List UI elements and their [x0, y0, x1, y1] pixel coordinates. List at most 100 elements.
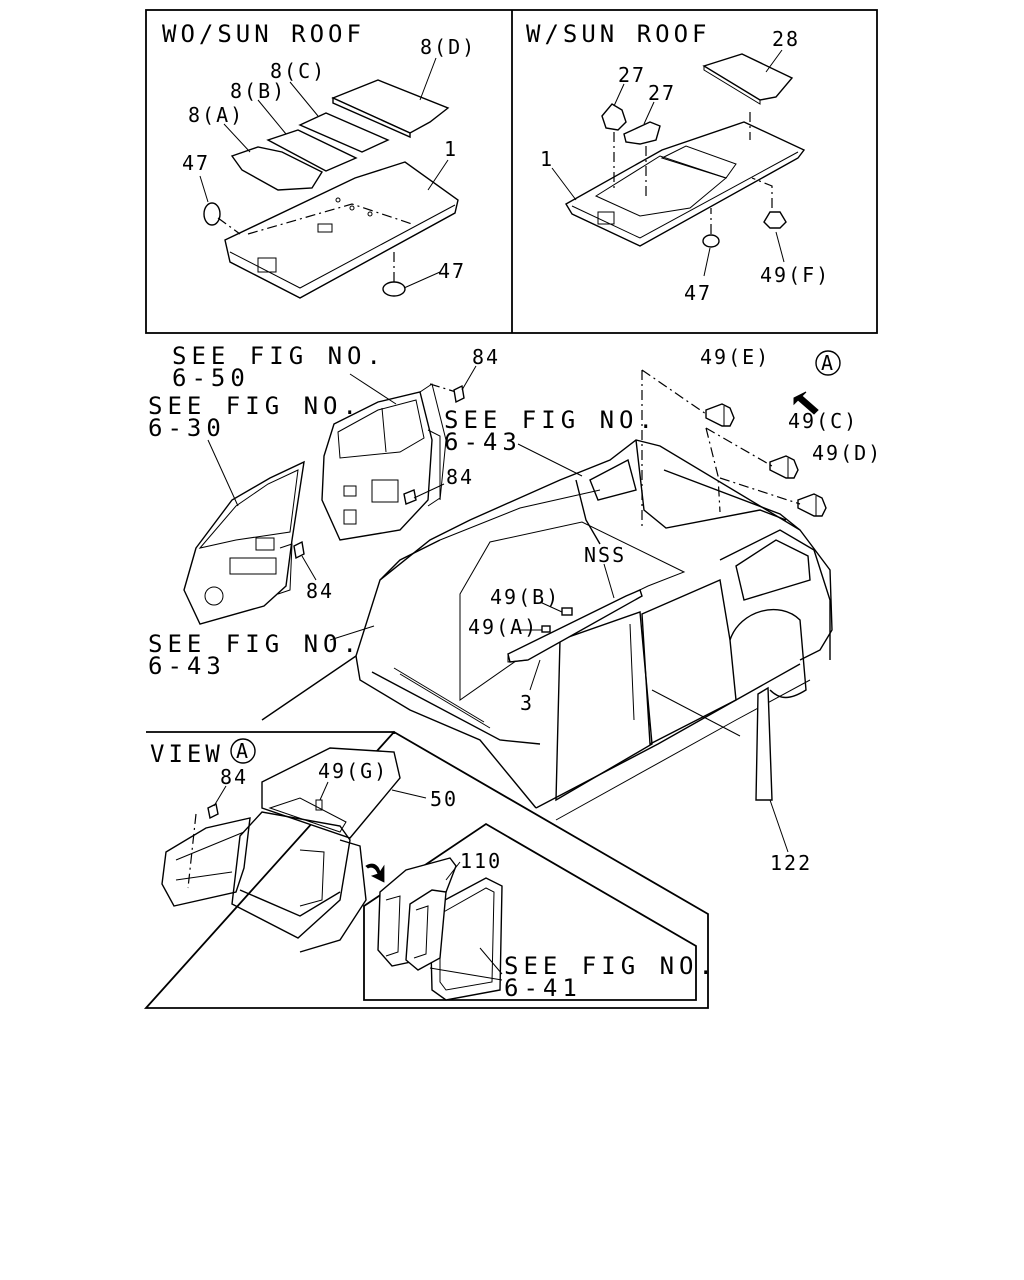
view-a-title-circle: [230, 738, 256, 764]
view-a-pad-84: [207, 802, 219, 820]
window-trim-110-glass: [439, 887, 495, 991]
label-50: 50: [430, 787, 458, 811]
view-a-frame: [143, 730, 709, 1009]
leader-49f: [775, 231, 785, 263]
leader-1-right: [551, 167, 577, 201]
scuff-plate-3-edge: [507, 654, 529, 663]
label-47-sunroof: 47: [684, 281, 712, 305]
clip-49a: [541, 625, 551, 633]
w-sunroof-title: W/SUN ROOF: [526, 20, 711, 48]
sunroof-opening-rear: [660, 145, 737, 179]
label-8c: 8(C): [270, 59, 326, 83]
rear-door-edge: [427, 429, 441, 507]
leader-47-lower: [403, 271, 441, 289]
view-a-body-side: [299, 839, 367, 953]
leader-3: [529, 659, 541, 691]
body-sill: [535, 663, 801, 809]
clip-47-sunroof: [702, 234, 720, 248]
headliner-1-sunroof-edge: [571, 151, 799, 247]
leader-122-to-body: [651, 689, 741, 737]
leader-view-84: [213, 785, 227, 807]
headliner-1-clip-line: [247, 203, 413, 235]
wo-sunroof-panel: WO/SUN ROOF 8(D) 8(C) 8(B) 8(A) 47: [162, 20, 476, 299]
label-49b: 49(B): [490, 585, 560, 609]
pad-8b: [266, 129, 358, 172]
clip-47-lower: [382, 281, 406, 297]
label-view-84: 84: [220, 765, 248, 789]
leader-110: [445, 861, 461, 881]
label-47-lower: 47: [438, 259, 466, 283]
label-1-right: 1: [540, 147, 554, 171]
leader-50: [391, 789, 427, 799]
see-fig-643-top-line2: 6-43: [444, 428, 522, 456]
body-lower-rocker: [555, 679, 811, 821]
label-8d: 8(D): [420, 35, 476, 59]
body-rear-panel: [635, 439, 787, 529]
view-a-marker-letter: A: [821, 351, 835, 375]
headliner-1-lamp: [317, 223, 333, 233]
leader-nss: [603, 563, 615, 599]
view-a-panel: VIEW A 84 49(G) 50 110 SE: [143, 730, 713, 1009]
label-84-mid: 84: [446, 465, 474, 489]
headliner-1-hole-3: [367, 211, 373, 217]
view-a-marker-circle: [815, 350, 841, 376]
sunroof-opening: [594, 155, 728, 217]
clip-47-upper-line: [217, 217, 241, 235]
leader-49b: [539, 601, 563, 613]
label-49e: 49(E): [700, 345, 770, 369]
label-47-upper: 47: [182, 151, 210, 175]
leader-1-left: [427, 159, 449, 191]
clip-49e-line: [641, 369, 707, 526]
label-49d: 49(D): [812, 441, 882, 465]
label-84-top: 84: [472, 345, 500, 369]
pad-84-mid: [403, 489, 417, 505]
leader-49g: [319, 781, 329, 801]
leader-8d: [419, 57, 437, 101]
rear-door-window: [337, 399, 425, 459]
clip-49c: [769, 455, 799, 479]
see-fig-650-line1: SEE FIG NO.: [172, 342, 386, 370]
clip-49e: [705, 403, 735, 427]
front-door-switch: [255, 537, 275, 551]
main-body-diagram: SEE FIG NO. 6-50 SEE FIG NO. 6-30 SEE FI…: [148, 342, 882, 875]
view-a-body-detail: [299, 849, 325, 907]
headliner-1-sunroof-console: [597, 211, 615, 225]
headliner-1-hole-1: [335, 197, 341, 203]
front-door: [183, 460, 305, 625]
label-3: 3: [520, 691, 534, 715]
view-a-inset-frame: [363, 822, 697, 1001]
clip-49b: [561, 607, 573, 616]
leader-see-fig-643-top: [517, 443, 583, 477]
body-floor-front: [355, 655, 537, 809]
clip-49f: [763, 211, 787, 229]
rear-door-handle: [343, 485, 357, 497]
leader-84-left: [301, 555, 317, 581]
view-a-arrow: [793, 391, 819, 415]
pad-84-top: [453, 384, 465, 404]
rear-door-pocket: [371, 479, 399, 503]
label-8b: 8(B): [230, 79, 286, 103]
leader-27-right: [643, 101, 655, 125]
body-lower-sill: [371, 671, 541, 745]
label-nss: NSS: [584, 543, 626, 567]
label-49f: 49(F): [760, 263, 830, 287]
sunshade-28-edge: [703, 65, 761, 105]
clip-49c-line: [705, 427, 773, 513]
headliner-1-hole-2: [349, 205, 355, 211]
view-a-inset-arrow: [365, 863, 385, 883]
body-wheel-arch: [729, 608, 807, 699]
pad-8a: [230, 146, 324, 191]
label-84-left: 84: [306, 579, 334, 603]
wo-sunroof-title: WO/SUN ROOF: [162, 20, 365, 48]
label-49c: 49(C): [788, 409, 858, 433]
label-49g: 49(G): [318, 759, 388, 783]
body-step: [393, 667, 491, 729]
see-fig-643-top-line1: SEE FIG NO.: [444, 406, 658, 434]
label-27-left: 27: [618, 63, 646, 87]
side-trim-122: [755, 686, 773, 801]
leader-8b: [257, 99, 287, 135]
clip-49d: [797, 493, 827, 517]
see-fig-643-left-line1: SEE FIG NO.: [148, 630, 362, 658]
front-door-window: [198, 469, 299, 549]
